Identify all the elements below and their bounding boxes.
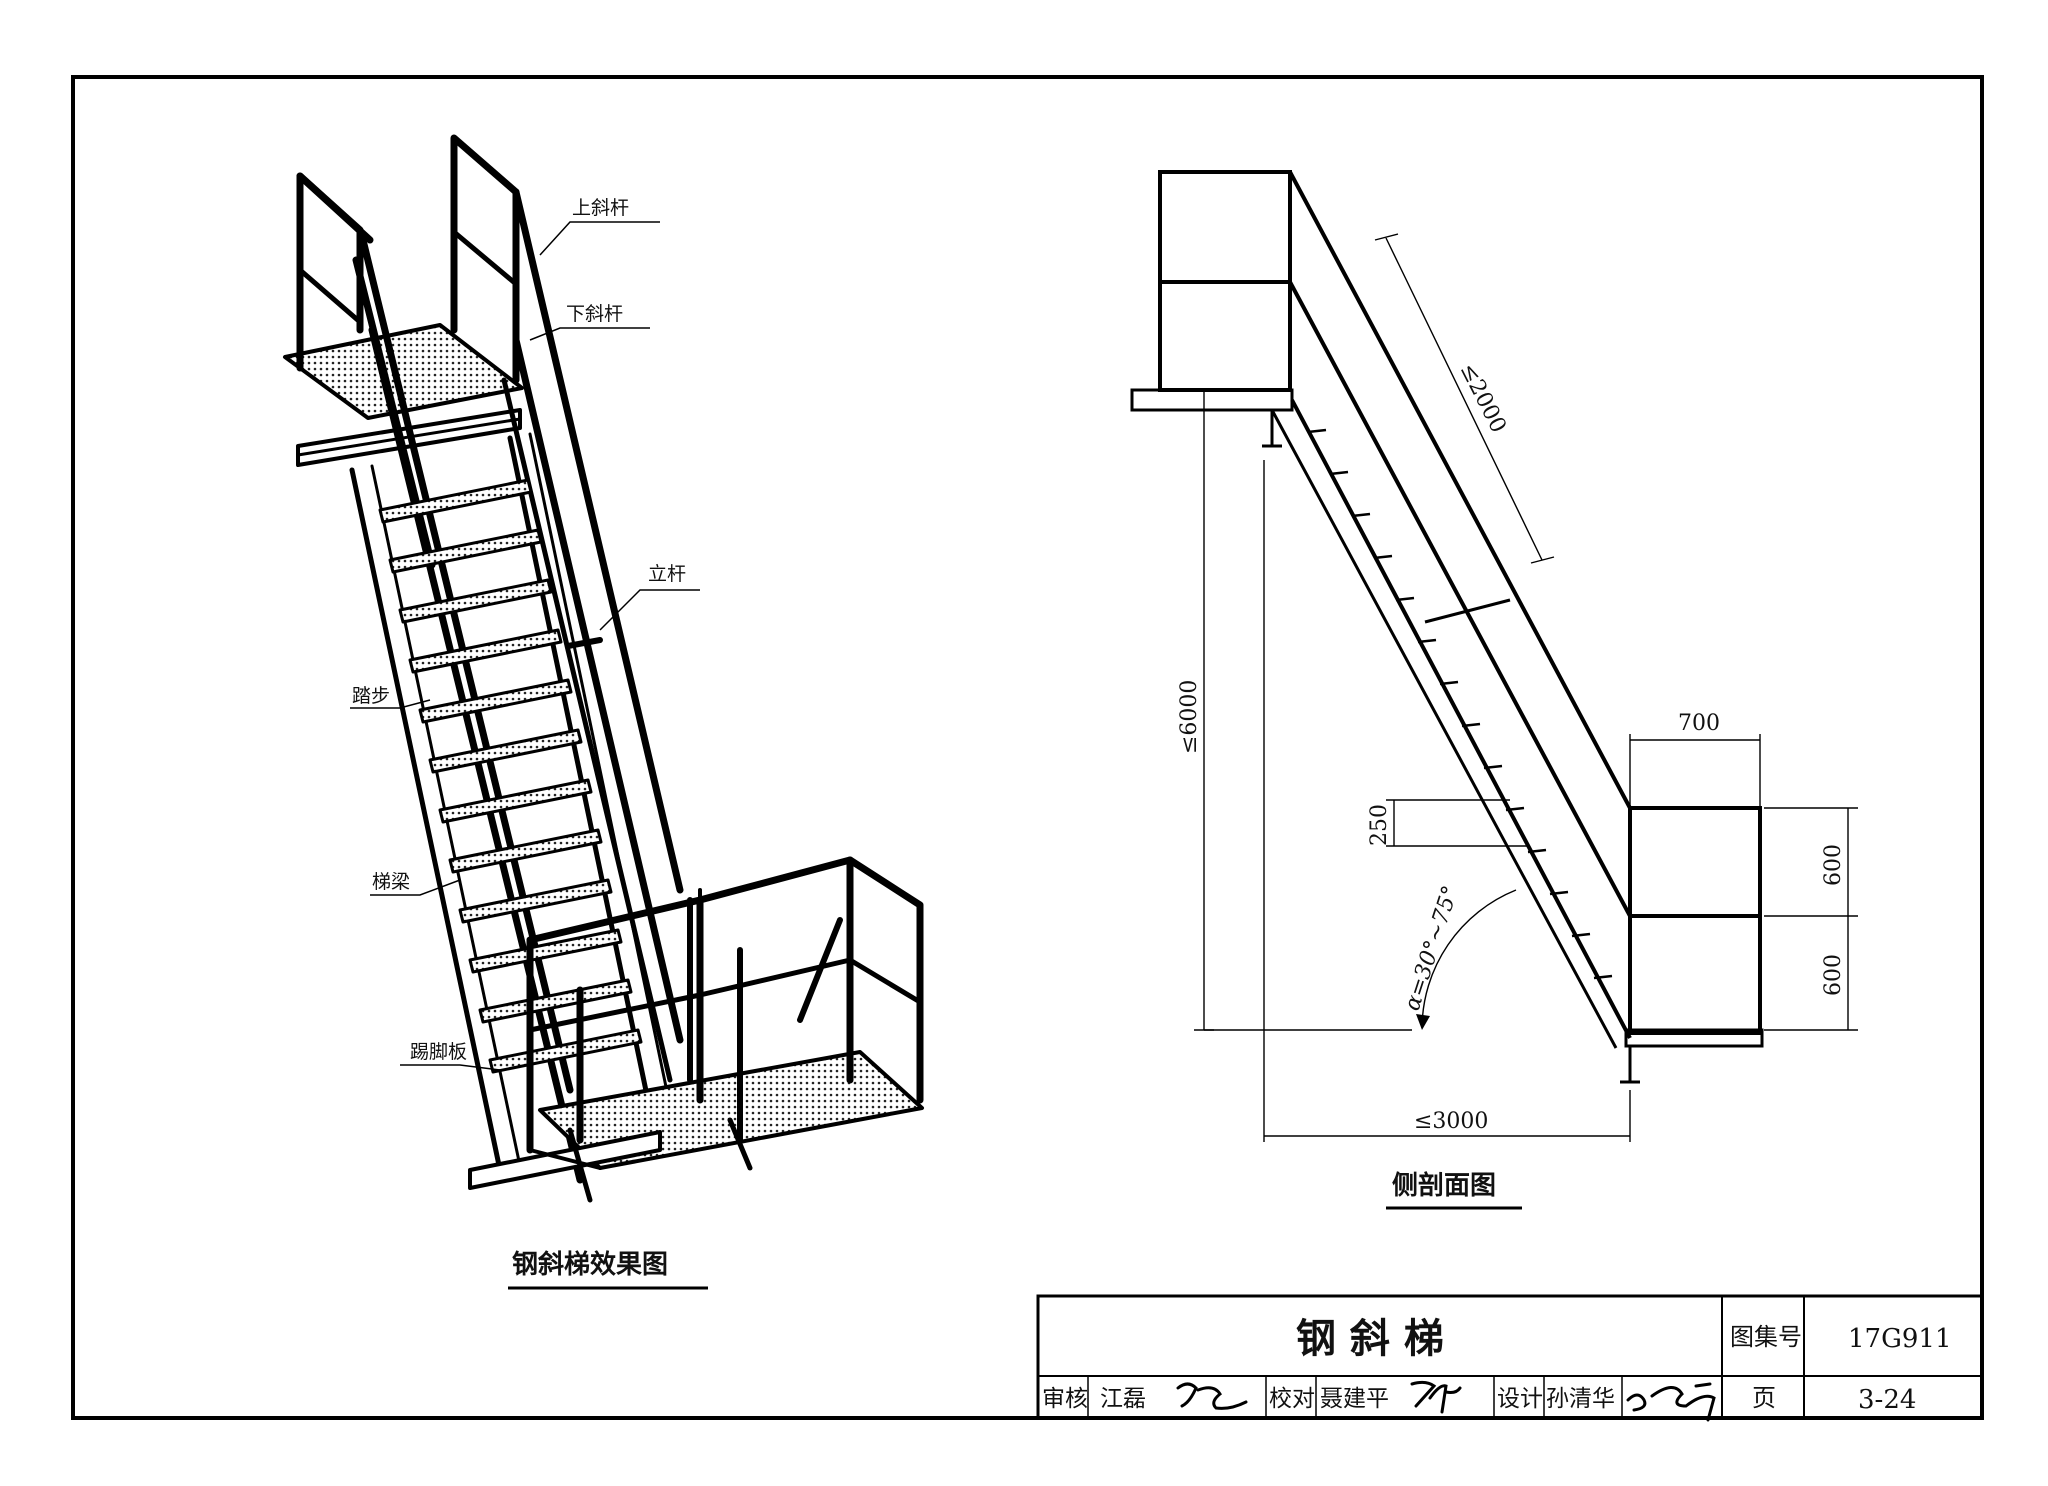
right-stringer-b <box>528 432 672 1108</box>
side-section <box>1130 170 1764 1084</box>
side-stringer-a <box>1290 399 1632 1039</box>
label-post: 立杆 <box>648 563 686 585</box>
check-signature <box>1410 1380 1462 1414</box>
design-name: 孙清华 <box>1546 1386 1615 1412</box>
lower-guard-box <box>1628 806 1762 1035</box>
right-stringer-a <box>507 435 653 1113</box>
label-lower-rail: 下斜杆 <box>566 303 623 325</box>
label-upper-rail: 上斜杆 <box>572 197 629 219</box>
page-number: 3-24 <box>1858 1385 1916 1415</box>
atlas-label: 图集号 <box>1730 1323 1802 1351</box>
side-lower-rail <box>1288 281 1632 917</box>
right-upper-rail <box>512 188 684 894</box>
side-upper-rail <box>1288 171 1632 809</box>
side-caption: 侧剖面图 <box>1392 1170 1496 1201</box>
design-label: 设计 <box>1497 1386 1543 1412</box>
dim-rail-upper: 600 <box>1821 844 1846 886</box>
dim-rail-lower: 600 <box>1821 954 1846 996</box>
iso-leaders <box>350 221 700 1071</box>
label-tread: 踏步 <box>352 685 390 707</box>
review-name: 江磊 <box>1100 1386 1146 1412</box>
design-signature <box>1626 1382 1716 1422</box>
treads <box>378 478 643 1074</box>
review-label: 审核 <box>1042 1386 1088 1412</box>
angle-arrow <box>1416 1014 1430 1030</box>
iso-labels: 上斜杆 下斜杆 立杆 踏步 梯梁 踢脚板 <box>352 197 686 1063</box>
signatures <box>1176 1380 1716 1422</box>
dim-platform-width: 700 <box>1678 711 1720 736</box>
side-stringer-b <box>1270 409 1618 1049</box>
title-block <box>1036 1294 1984 1420</box>
dim-span: ≤3000 <box>1414 1109 1488 1134</box>
label-toe-board: 踢脚板 <box>410 1041 467 1063</box>
side-treads <box>1307 428 1613 980</box>
atlas-number: 17G911 <box>1848 1324 1951 1354</box>
dim-angle: α=30°~75° <box>1400 883 1464 1014</box>
page-label: 页 <box>1752 1384 1776 1412</box>
right-lower-rail <box>512 336 684 1044</box>
dim-step-rise: 250 <box>1367 804 1392 846</box>
check-name: 聂建平 <box>1320 1386 1389 1412</box>
iso-staircase <box>283 134 924 1203</box>
left-stringer-a <box>349 467 503 1173</box>
title-block-text: 钢 斜 梯 图集号 17G911 页 3-24 审核 江磊 校对 聂建平 设计 … <box>1042 1315 1951 1415</box>
iso-caption: 钢斜梯效果图 <box>512 1249 668 1280</box>
sheet-title: 钢 斜 梯 <box>1296 1315 1444 1362</box>
upper-platform-beam <box>1130 388 1294 412</box>
side-dimensions <box>1194 233 1858 1142</box>
review-signature <box>1176 1382 1248 1410</box>
lower-platform-beam <box>1624 1028 1764 1048</box>
sheet-border <box>71 75 1984 1420</box>
check-label: 校对 <box>1269 1386 1315 1412</box>
dim-height: ≤6000 <box>1177 680 1202 754</box>
side-dim-labels: ≤2000 ≤6000 ≤3000 700 250 600 600 α=30°~… <box>1177 359 1846 1134</box>
label-stringer: 梯梁 <box>372 871 410 893</box>
